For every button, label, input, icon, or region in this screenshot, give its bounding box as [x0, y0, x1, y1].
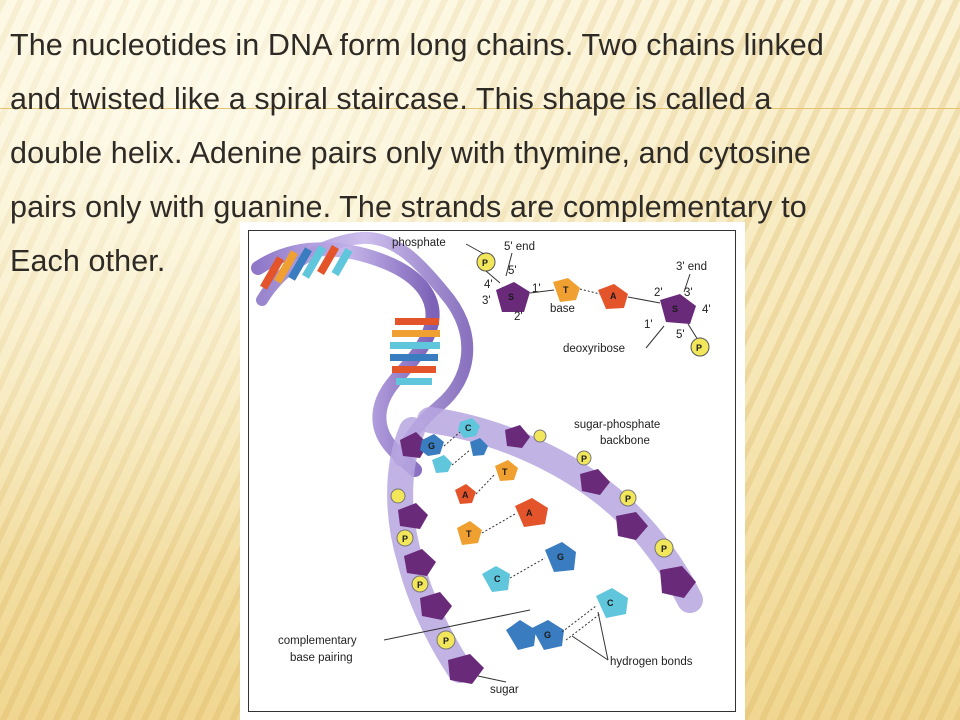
svg-text:G: G [544, 630, 551, 640]
svg-text:T: T [563, 285, 569, 295]
nucleotide-pair-inset: P S T A S P phosphate 5' end 3' end base… [392, 237, 711, 357]
helix-upper-ribbons [251, 231, 474, 477]
svg-text:P: P [443, 636, 449, 646]
left-strand-phosphates: P P P [390, 488, 456, 650]
svg-text:P: P [661, 544, 667, 554]
svg-text:P: P [581, 454, 587, 464]
text-line-2: and twisted like a spiral staircase. Thi… [10, 82, 772, 116]
label-phosphate: phosphate [392, 237, 446, 249]
text-line-4: pairs only with guanine. The strands are… [10, 190, 807, 224]
divider-line [0, 108, 960, 109]
svg-text:3': 3' [684, 287, 693, 299]
label-base-pairing: base pairing [290, 652, 353, 664]
svg-text:P: P [482, 258, 488, 268]
svg-text:T: T [502, 467, 508, 477]
text-line-3: double helix. Adenine pairs only with th… [10, 136, 812, 170]
svg-text:1': 1' [532, 283, 541, 295]
label-complementary: complementary [278, 635, 357, 647]
label-backbone: backbone [600, 435, 650, 447]
svg-text:T: T [466, 529, 472, 539]
right-strand-phosphates: P P P [533, 429, 674, 558]
label-hydrogen-bonds: hydrogen bonds [610, 656, 693, 668]
svg-text:G: G [428, 441, 435, 451]
upper-base-rungs [260, 245, 440, 385]
text-line-1: The nucleotides in DNA form long chains.… [10, 28, 824, 62]
svg-text:1': 1' [644, 319, 653, 331]
svg-text:3': 3' [482, 295, 491, 307]
label-3-end: 3' end [676, 261, 707, 273]
label-sugar-phosphate: sugar-phosphate [574, 419, 660, 431]
dna-diagram-frame [248, 230, 736, 712]
left-strand-sugars [398, 432, 484, 684]
svg-text:C: C [607, 598, 614, 608]
right-strand-sugars [505, 425, 696, 598]
label-deoxyribose: deoxyribose [563, 343, 625, 355]
callout-labels: sugar-phosphate backbone complementary b… [278, 419, 693, 696]
svg-text:A: A [610, 291, 617, 301]
text-line-5: Each other. [10, 244, 166, 278]
svg-text:S: S [508, 292, 514, 302]
svg-text:2': 2' [654, 287, 663, 299]
svg-text:4': 4' [484, 279, 493, 291]
svg-text:A: A [526, 508, 533, 518]
label-5-end: 5' end [504, 241, 535, 253]
label-sugar: sugar [490, 684, 519, 696]
svg-text:A: A [462, 490, 469, 500]
svg-text:P: P [625, 494, 631, 504]
svg-text:G: G [557, 552, 564, 562]
svg-text:C: C [465, 423, 472, 433]
label-base: base [550, 303, 575, 315]
svg-text:5': 5' [676, 329, 685, 341]
dna-diagram-panel [240, 222, 745, 720]
base-pairs: G C A T T A C G G C [420, 418, 628, 650]
svg-text:P: P [417, 580, 423, 590]
svg-text:S: S [672, 304, 678, 314]
svg-text:5': 5' [508, 265, 517, 277]
svg-text:4': 4' [702, 304, 711, 316]
slide-body-text: The nucleotides in DNA form long chains.… [10, 18, 950, 288]
svg-text:P: P [696, 343, 702, 353]
svg-text:C: C [494, 574, 501, 584]
svg-text:P: P [402, 534, 408, 544]
svg-text:2': 2' [514, 311, 523, 323]
